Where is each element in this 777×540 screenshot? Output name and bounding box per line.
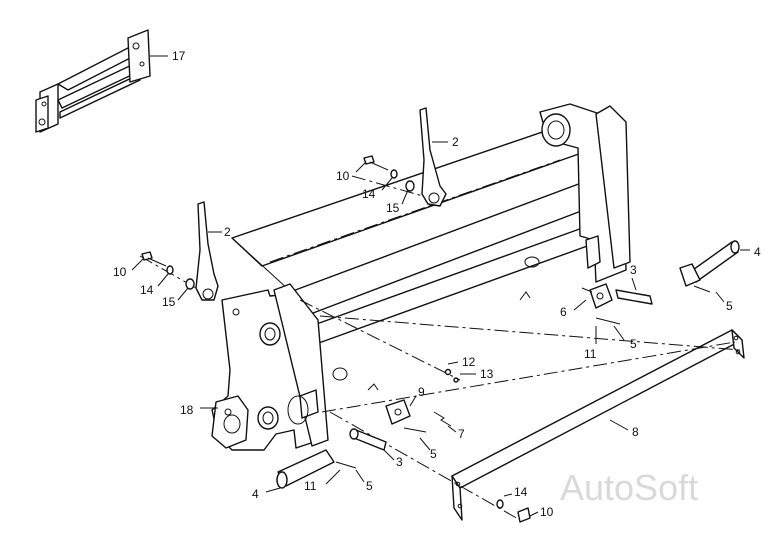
small-nut-washer (444, 368, 459, 383)
callout-5-latch: 5 (630, 337, 637, 351)
callout-5-center: 5 (430, 447, 437, 461)
callout-12: 12 (462, 355, 476, 369)
callout-18: 18 (180, 403, 194, 417)
upper-lever (419, 107, 447, 207)
left-latch-assembly (349, 399, 452, 451)
callout-10-lower: 10 (540, 505, 554, 519)
callout-11-right: 11 (584, 347, 597, 361)
callout-3-left: 3 (396, 455, 403, 469)
callout-10-left: 10 (113, 265, 127, 279)
crossbeam-tube (231, 125, 617, 391)
left-bolt-washer-set (141, 251, 195, 290)
leader-lines (131, 55, 750, 517)
left-pin (276, 449, 357, 489)
callout-9: 9 (418, 385, 425, 399)
callout-14-upper: 14 (362, 187, 376, 201)
right-pin (679, 240, 740, 293)
callout-3-right: 3 (630, 263, 637, 277)
callout-14-lower: 14 (514, 485, 528, 499)
callout-17: 17 (172, 49, 186, 63)
callout-4-right: 4 (754, 245, 761, 259)
callout-10-upper: 10 (336, 169, 350, 183)
callout-labels: 17 2 2 10 14 15 10 14 15 4 3 5 6 11 5 12… (113, 49, 761, 519)
callout-7: 7 (458, 427, 465, 441)
callout-6: 6 (560, 305, 567, 319)
upper-bolt-washer-set (363, 155, 415, 192)
callout-8: 8 (632, 425, 639, 439)
callout-4-left: 4 (252, 487, 259, 501)
callout-2-upper: 2 (452, 135, 459, 149)
callout-5-left: 5 (366, 479, 373, 493)
watermark: AutoSoft (560, 467, 698, 508)
callout-13: 13 (480, 367, 494, 381)
callout-2-left: 2 (224, 225, 231, 239)
callout-15-left: 15 (162, 295, 176, 309)
assembly-centerlines (139, 175, 741, 521)
left-side-plate (211, 283, 329, 451)
left-lever (195, 201, 219, 301)
right-side-plate (539, 103, 631, 283)
callout-15-upper: 15 (386, 201, 400, 215)
callout-14-left: 14 (140, 283, 154, 297)
callout-11-left: 11 (304, 479, 317, 493)
lower-bolt-washer (496, 499, 531, 523)
bottom-plate (451, 329, 745, 521)
thumbnail-frame-assembly (35, 29, 168, 133)
callout-5-right: 5 (726, 299, 733, 313)
right-latch-assembly (581, 283, 653, 325)
